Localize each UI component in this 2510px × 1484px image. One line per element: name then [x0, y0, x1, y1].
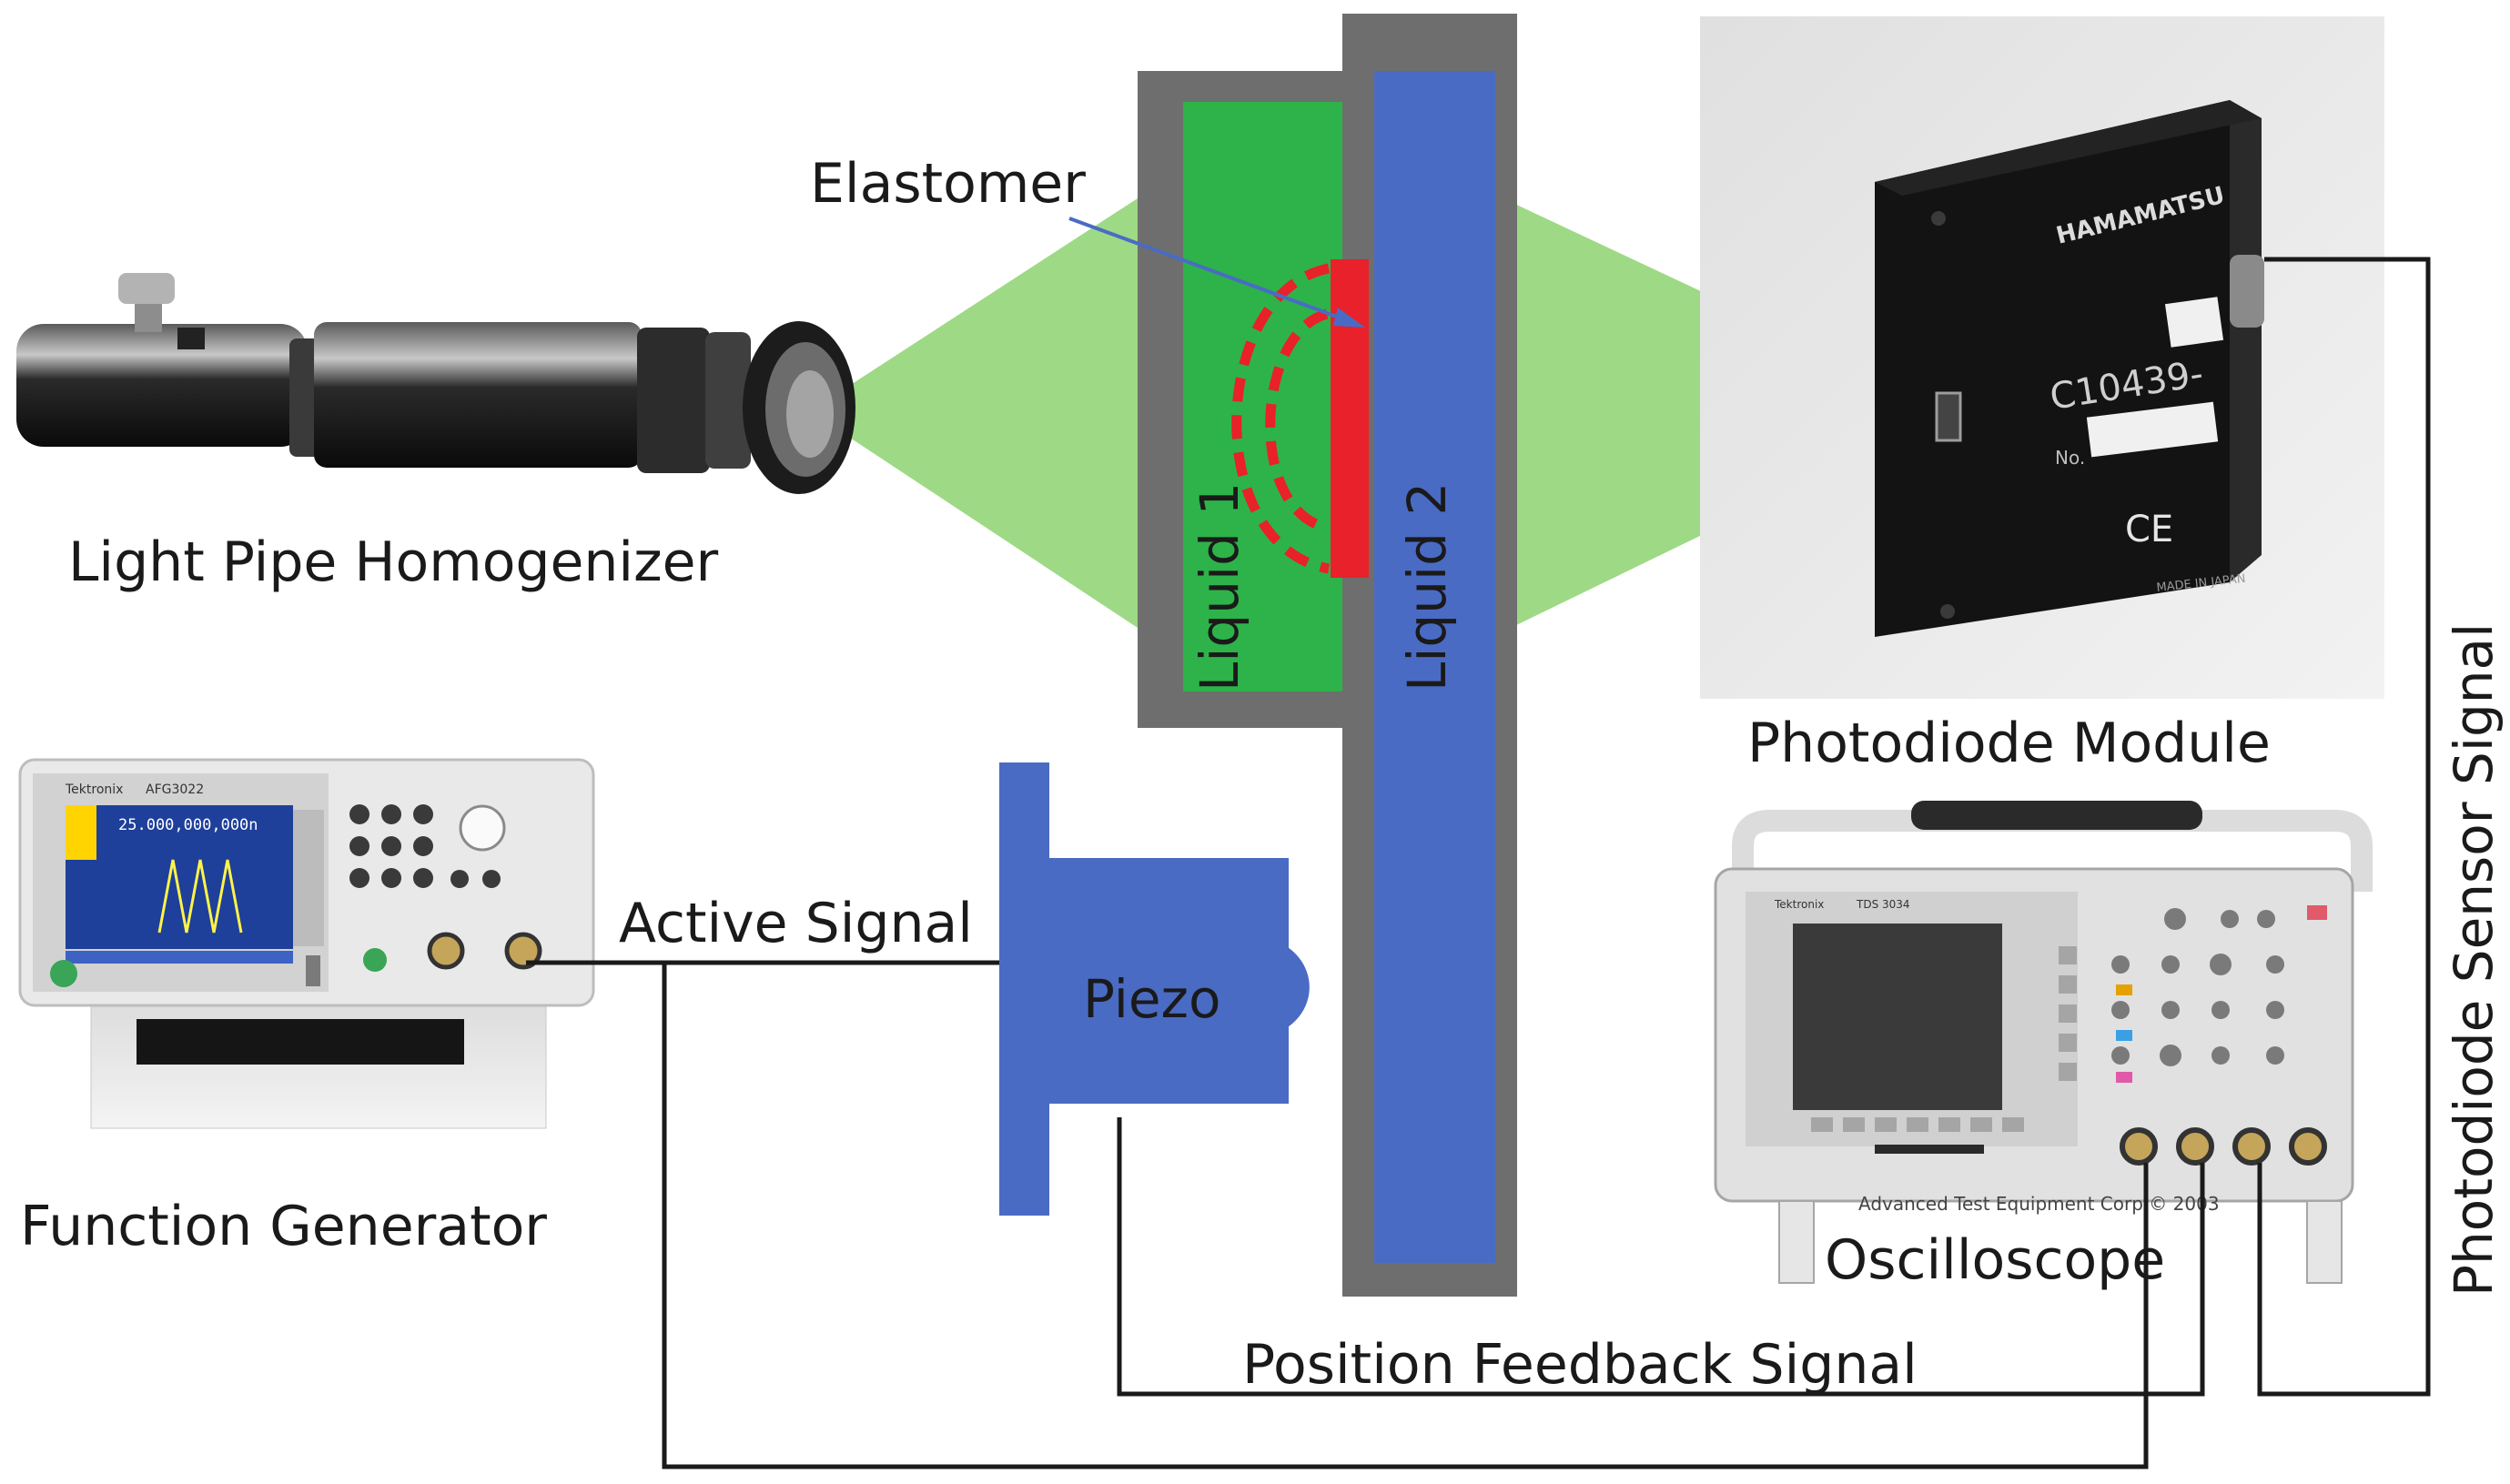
- scope-model-text: TDS 3034: [1856, 898, 1910, 911]
- position-feedback-wire: [1117, 1117, 2205, 1397]
- photodiode-screw-top: [1931, 211, 1946, 226]
- active-signal-to-scope-wire: [662, 963, 2149, 1469]
- scope-screen: [1793, 924, 2002, 1110]
- deformation-wave-inner: [1265, 308, 1329, 533]
- oscilloscope: Tektronix TDS 3034 Advanced: [1714, 801, 2373, 1284]
- photodiode-module: HAMAMATSU C10439- No. CE MADE IN JAPAN: [1700, 16, 2384, 699]
- photodiode-sensor-wire: [2257, 257, 2431, 1397]
- photodiode-sensor-window: [1935, 391, 1962, 442]
- fg-output-connector-ch2: [504, 932, 542, 970]
- deformation-wave-outer: [1231, 263, 1331, 574]
- scope-input-ch4: [2289, 1127, 2327, 1166]
- fg-brand-text: Tektronix: [65, 782, 123, 797]
- liquid1-region: [1183, 102, 1356, 692]
- piezo-actuator: [999, 762, 1310, 1216]
- function-generator: Tektronix AFG3022 25.000,000,000n: [18, 758, 595, 1129]
- fg-display-waveform: [157, 859, 243, 934]
- light-pipe-homogenizer-label: Light Pipe Homogenizer: [68, 530, 719, 594]
- fg-model-text: AFG3022: [146, 782, 204, 797]
- fg-output-connector-ch1: [427, 932, 465, 970]
- position-feedback-signal-label: Position Feedback Signal: [1242, 1333, 1918, 1397]
- liquid2-region: [1374, 71, 1495, 1263]
- function-generator-label: Function Generator: [20, 1195, 547, 1258]
- scope-brand-text: Tektronix: [1774, 898, 1824, 911]
- photodiode-serial-sticker: [2086, 401, 2219, 458]
- photodiode-screw-bottom: [1940, 604, 1955, 619]
- light-pipe-homogenizer: [16, 273, 855, 494]
- elastomer-membrane: [1331, 259, 1369, 578]
- scope-input-ch3: [2232, 1127, 2271, 1166]
- incident-light-beam: [810, 198, 1138, 628]
- fg-display-readout: 25.000,000,000n: [118, 816, 258, 834]
- scope-input-ch1: [2120, 1127, 2158, 1166]
- scope-input-ch2: [2176, 1127, 2214, 1166]
- elastomer-label: Elastomer: [810, 152, 1086, 216]
- photodiode-label-sticker: [2164, 297, 2224, 348]
- photodiode-module-label: Photodiode Module: [1747, 712, 2271, 775]
- elastomer-pointer-arrowhead: [1333, 308, 1365, 328]
- piezo-label: Piezo: [1083, 968, 1220, 1030]
- liquid1-label: Liquid 1: [1189, 482, 1250, 692]
- scope-footer-text: Advanced Test Equipment Corp © 2003: [1858, 1193, 2220, 1215]
- elastomer-pointer-line: [1068, 217, 1355, 325]
- photodiode-no-text: No.: [2055, 447, 2085, 469]
- active-signal-label: Active Signal: [619, 892, 973, 955]
- liquid2-label: Liquid 2: [1396, 482, 1458, 692]
- oscilloscope-label: Oscilloscope: [1825, 1228, 2165, 1292]
- photodiode-sensor-signal-label: Photodiode Sensor Signal: [2443, 623, 2505, 1297]
- photodiode-ce-text: CE: [2125, 509, 2173, 550]
